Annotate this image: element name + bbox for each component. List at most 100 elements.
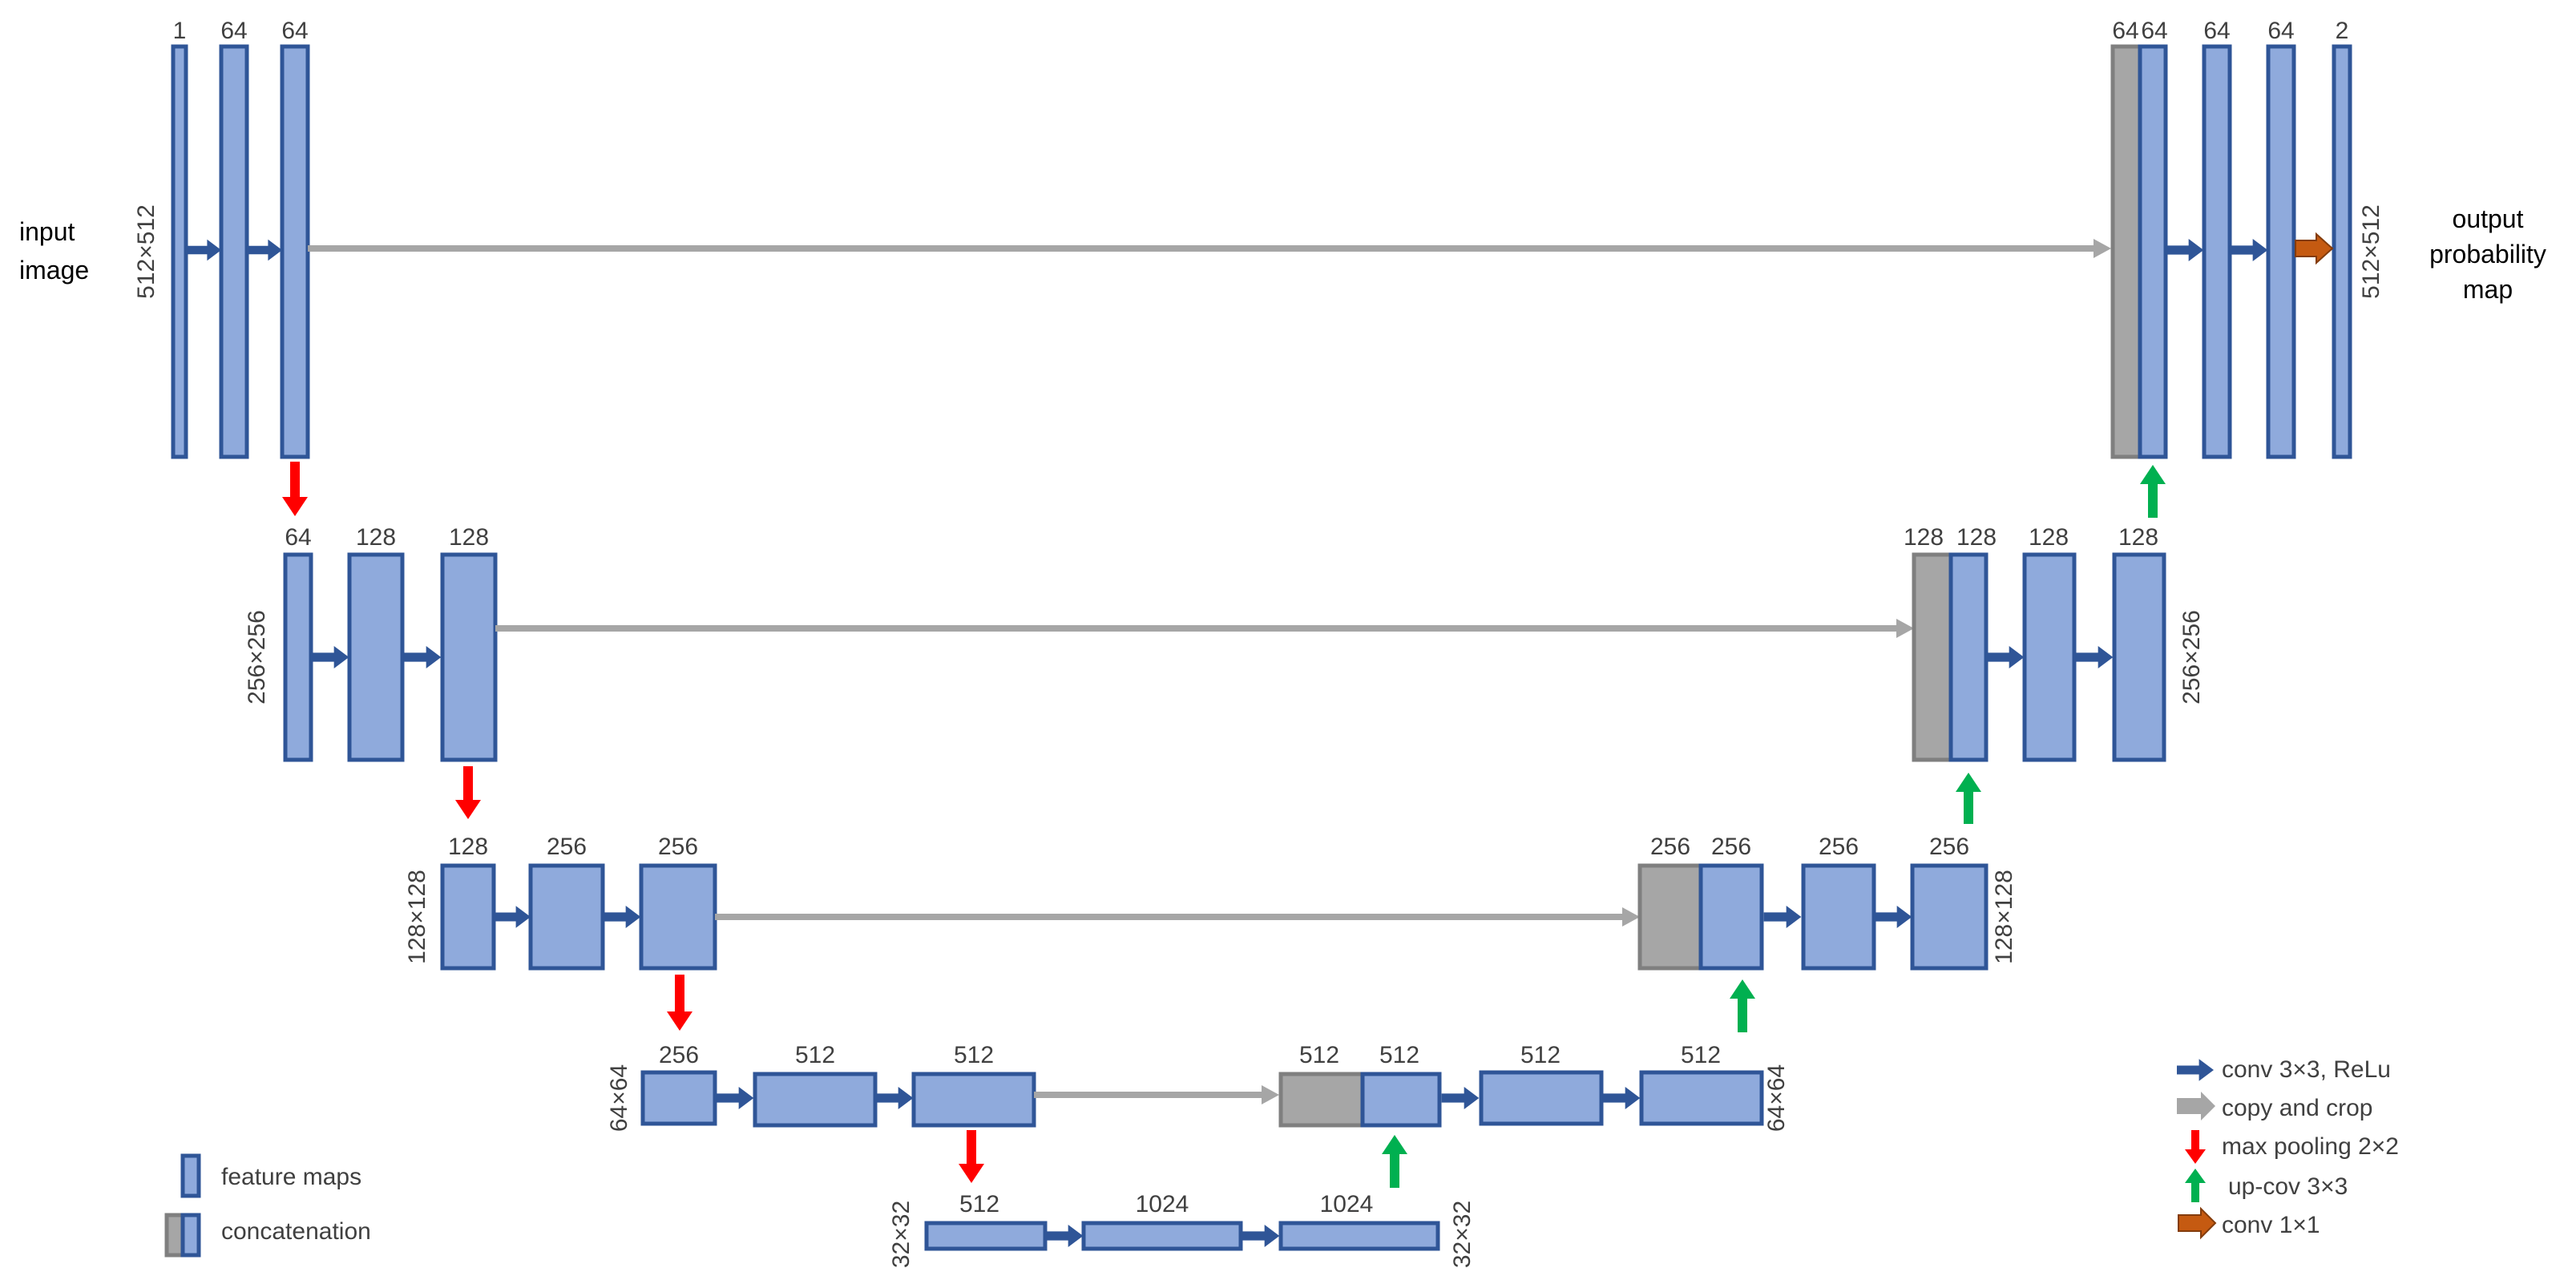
up-conv-arrow [1730, 979, 1755, 1032]
concatenation-copy-dec2 [1912, 552, 1953, 762]
conv-arrow [603, 906, 641, 928]
output-label-line2: probability [2429, 240, 2546, 269]
legend-feature-maps-label: feature maps [221, 1164, 361, 1190]
channel-label: 128 [1956, 524, 1997, 551]
channel-label: 256 [658, 834, 698, 860]
max-pool-arrow [667, 975, 692, 1031]
channel-label: 512 [1299, 1042, 1339, 1068]
resolution-label-level1-left: 512×512 [133, 204, 159, 299]
conv-arrow [1441, 1087, 1480, 1109]
resolution-label-level4-left: 64×64 [606, 1064, 632, 1132]
conv-arrow [403, 646, 442, 668]
conv-arrow [1874, 906, 1912, 928]
copy-crop-arrow-level2 [495, 619, 1914, 638]
channel-label: 512 [795, 1042, 835, 1068]
resolution-label-level2-right: 256×256 [2178, 610, 2205, 705]
feature-map-enc3-1 [440, 863, 496, 971]
resolution-label-level5-right: 32×32 [1449, 1201, 1476, 1268]
feature-map-dec3-2 [1801, 863, 1876, 971]
channel-label: 512 [1681, 1042, 1721, 1068]
copy-crop-arrow-level4 [1034, 1085, 1279, 1104]
feature-map-dec2-2 [2022, 552, 2077, 762]
legend-feature-map-swatch [180, 1153, 201, 1198]
level-3-encoder: 128 256 256 [440, 834, 717, 971]
channel-label: 512 [959, 1191, 999, 1217]
output-label-line1: output [2453, 204, 2524, 233]
channel-label: 64 [281, 18, 308, 44]
conv-arrow [875, 1087, 914, 1109]
channel-label: 512 [1379, 1042, 1419, 1068]
up-conv-arrow [2140, 465, 2166, 518]
channel-label: 128 [449, 524, 489, 551]
conv-arrow [311, 646, 349, 668]
feature-map-enc3-2 [528, 863, 605, 971]
channel-label: 64 [220, 18, 247, 44]
resolution-label-level2-left: 256×256 [244, 610, 270, 705]
conv-arrow [1045, 1225, 1084, 1247]
feature-map-bottleneck-2 [1081, 1221, 1243, 1251]
feature-map-output [2332, 44, 2352, 459]
level-5-bottleneck: 512 1024 1024 [924, 1191, 1440, 1251]
resolution-label-level3-right: 128×128 [1991, 870, 2017, 964]
channel-label: 256 [1819, 834, 1859, 860]
level-1-decoder: 64 64 64 64 2 [2110, 18, 2352, 459]
legend-concatenation-blue-swatch [180, 1213, 201, 1258]
conv-arrow [2166, 239, 2204, 261]
feature-map-dec4-3 [1639, 1070, 1764, 1126]
resolution-label-level3-left: 128×128 [404, 870, 430, 964]
copy-crop-arrow-level3 [715, 907, 1640, 927]
copy-crop-arrow-level1 [308, 239, 2111, 258]
up-conv-arrow [1956, 773, 1981, 824]
channel-label: 128 [356, 524, 396, 551]
conv-arrow [186, 239, 221, 261]
legend-left: feature maps concatenation [164, 1153, 371, 1258]
resolution-label-level5-left: 32×32 [888, 1201, 915, 1268]
feature-map-enc4-3 [911, 1072, 1036, 1128]
level-2-decoder: 128 128 128 128 [1904, 524, 2166, 762]
legend-conv1x1-label: conv 1×1 [2222, 1212, 2320, 1238]
input-label-line1: input [19, 217, 75, 246]
output-label-line3: map [2463, 275, 2513, 304]
resolution-label-level1-right: 512×512 [2358, 204, 2384, 299]
conv-1x1-arrow [2295, 232, 2334, 265]
feature-map-bottleneck-1 [924, 1221, 1048, 1251]
legend-up-arrow-icon [2185, 1169, 2206, 1202]
feature-map-enc3-3 [639, 863, 717, 971]
channel-label: 256 [1711, 834, 1751, 860]
feature-map-dec3-1 [1698, 863, 1764, 971]
feature-map-dec4-2 [1479, 1070, 1604, 1126]
feature-map-dec2-1 [1948, 552, 1989, 762]
feature-map-bottleneck-3 [1278, 1221, 1440, 1251]
conv-arrow [1763, 906, 1802, 928]
channel-label: 64 [2112, 18, 2138, 44]
level-1-encoder: 1 64 64 [171, 18, 310, 459]
feature-map-enc4-1 [640, 1070, 717, 1126]
legend-copy-arrow-icon [2177, 1092, 2215, 1120]
level-2-encoder: 64 128 128 [283, 524, 498, 762]
channel-label: 512 [954, 1042, 994, 1068]
concatenation-copy-dec1 [2110, 44, 2142, 459]
legend-conv1x1-arrow-icon [2178, 1206, 2217, 1240]
feature-map-dec3-3 [1910, 863, 1989, 971]
channel-label: 256 [659, 1042, 699, 1068]
channel-label: 64 [2141, 18, 2167, 44]
legend-concatenation-label: concatenation [221, 1218, 371, 1245]
feature-map-dec4-1 [1360, 1072, 1442, 1128]
conv-arrow [716, 1087, 754, 1109]
concatenation-copy-dec3 [1637, 863, 1703, 971]
feature-map-dec1-2 [2202, 44, 2232, 459]
feature-map-dec1-1 [2138, 44, 2168, 459]
legend-concatenation-gray-swatch [164, 1213, 185, 1258]
max-pool-arrow [959, 1130, 984, 1183]
channel-label: 64 [285, 524, 311, 551]
level-4-decoder: 512 512 512 512 [1278, 1042, 1764, 1128]
legend-pool-arrow-icon [2185, 1130, 2206, 1164]
conv-arrow [2230, 239, 2268, 261]
channel-label: 1 [173, 18, 187, 44]
feature-map-enc1-2 [219, 44, 249, 459]
channel-label: 256 [1650, 834, 1690, 860]
feature-map-enc2-1 [283, 552, 313, 762]
feature-map-dec1-3 [2266, 44, 2296, 459]
level-3-decoder: 256 256 256 256 [1637, 834, 1989, 971]
